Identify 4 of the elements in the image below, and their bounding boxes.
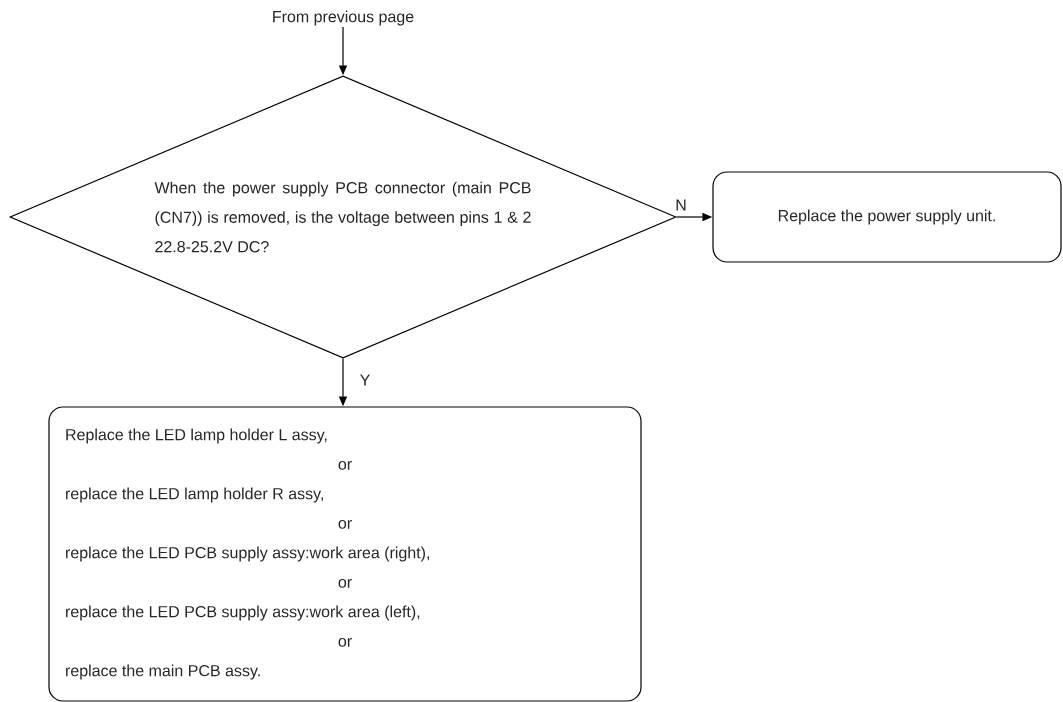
- process-box: Replace the LED lamp holder L assy, or replace the LED lamp holder R assy, or replace the LED PCB supply assy:work area (right), or replace the LED PCB supply assy:work area (left), or replace the main PCB assy.: [48, 406, 642, 702]
- edge-label: Y: [358, 373, 372, 387]
- process-box: Replace the power supply unit.: [712, 171, 1062, 263]
- text-label: From previous page: [273, 10, 414, 26]
